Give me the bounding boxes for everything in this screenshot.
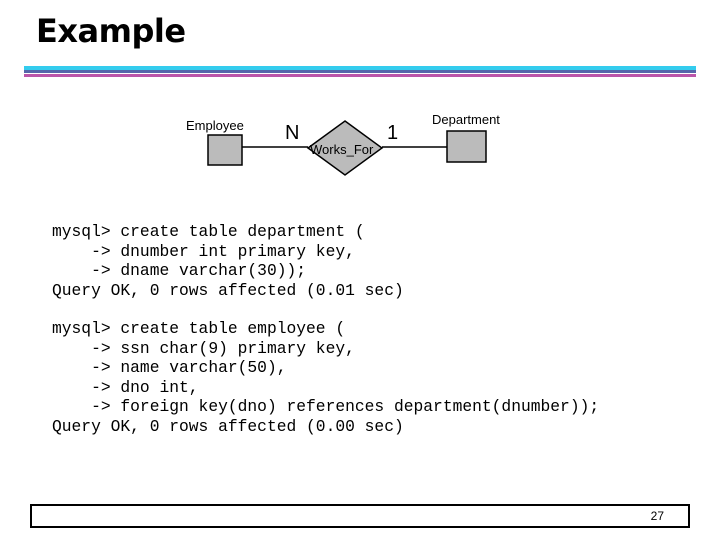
sql-line: -> name varchar(50), — [52, 358, 287, 377]
sql-line: -> dname varchar(30)); — [52, 261, 307, 280]
page-number: 27 — [650, 509, 664, 523]
sql-line: mysql> create table employee ( — [52, 319, 346, 338]
relationship-works-for-label: Works_For — [310, 142, 374, 157]
er-diagram: Employee Department Works_For N 1 — [0, 0, 720, 200]
sql-result-line: Query OK, 0 rows affected (0.01 sec) — [52, 280, 404, 300]
sql-result-line: Query OK, 0 rows affected (0.00 sec) — [52, 416, 404, 436]
sql-create-employee: mysql> create table employee ( -> ssn ch… — [52, 319, 599, 436]
title-underline-cyan — [24, 66, 696, 70]
title-underline-blue — [24, 70, 696, 73]
relationship-works-for-diamond — [306, 120, 384, 176]
cardinality-n: N — [285, 122, 300, 144]
slide-title: Example — [36, 12, 186, 50]
er-diagram-shapes — [207, 120, 487, 176]
footer-box: 27 — [30, 504, 690, 528]
title-underline-magenta — [24, 74, 696, 77]
sql-line: mysql> create table department ( — [52, 222, 365, 241]
cardinality-1: 1 — [387, 122, 399, 144]
entity-employee-label: Employee — [186, 118, 244, 133]
entity-department-box — [446, 130, 487, 163]
sql-line: -> dnumber int primary key, — [52, 241, 355, 261]
entity-employee-box — [207, 134, 243, 166]
sql-line: -> dno int, — [52, 377, 199, 397]
sql-create-department: mysql> create table department ( -> dnum… — [52, 222, 404, 300]
entity-department-label: Department — [432, 112, 500, 127]
sql-line: -> ssn char(9) primary key, — [52, 338, 355, 358]
sql-line: -> foreign key(dno) references departmen… — [52, 397, 600, 416]
